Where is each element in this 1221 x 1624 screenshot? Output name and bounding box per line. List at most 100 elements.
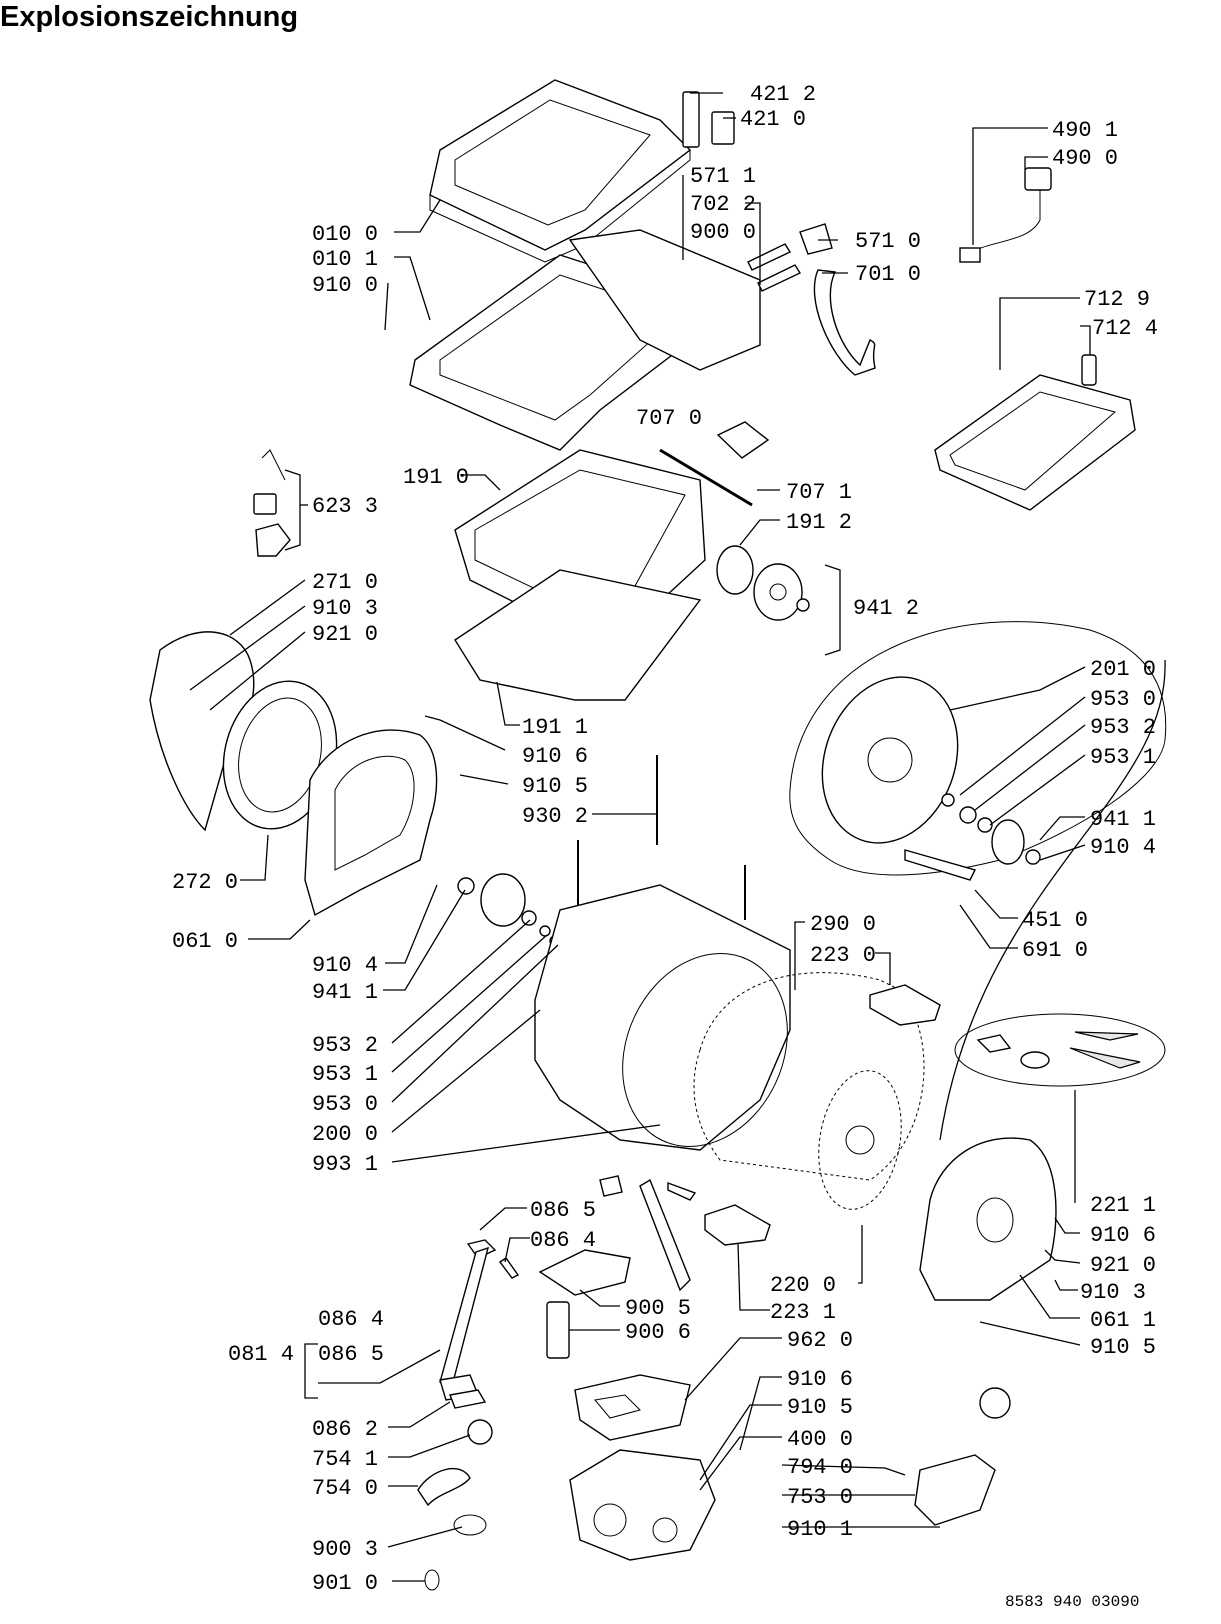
right-shell-part (919, 1137, 1057, 1301)
label-7540: 754 0 (312, 1476, 378, 1501)
label-9931: 993 1 (312, 1152, 378, 1177)
label-4510: 451 0 (1022, 908, 1088, 933)
label-6910: 691 0 (1022, 938, 1088, 963)
inlet-valve-part (799, 223, 876, 376)
label-4212: 421 2 (750, 82, 816, 107)
label-4900: 490 0 (1052, 146, 1118, 171)
drum-part (693, 972, 925, 1210)
springs-part-9302 (577, 755, 746, 995)
label-9105c: 910 5 (787, 1395, 853, 1420)
part-labels: 421 2 421 0 571 1 702 2 900 0 571 0 701 … (172, 82, 1158, 1611)
label-7530: 753 0 (787, 1485, 853, 1510)
small-parts-inset-2211 (954, 1013, 1166, 1087)
label-9101: 910 1 (787, 1517, 853, 1542)
diagram-title: Explosionszeichnung (0, 1, 299, 33)
label-9103a: 910 3 (312, 596, 378, 621)
electronic-module-part (914, 1387, 1011, 1526)
label-9106a: 910 6 (522, 744, 588, 769)
label-9104a: 910 4 (1090, 835, 1156, 860)
label-5711: 571 1 (690, 164, 756, 189)
document-number: 8583 940 03090 (1005, 1593, 1139, 1611)
label-0101: 010 1 (312, 247, 378, 272)
label-9531b: 953 1 (312, 1062, 378, 1087)
label-9411b: 941 1 (312, 980, 378, 1005)
label-9210b: 921 0 (1090, 1253, 1156, 1278)
label-7071: 707 1 (786, 480, 852, 505)
shock-absorber-right-part (599, 1175, 697, 1292)
label-9530a: 953 0 (1090, 687, 1156, 712)
detergent-drawer-part (934, 354, 1136, 511)
pipe-part-7022 (747, 243, 802, 292)
label-0862: 086 2 (312, 1417, 378, 1442)
connector-part-4212 (682, 91, 735, 148)
label-9210a: 921 0 (312, 622, 378, 647)
label-7940: 794 0 (787, 1455, 853, 1480)
front-tub-part (534, 884, 791, 1151)
label-9411a: 941 1 (1090, 807, 1156, 832)
lifter-part-2231 (704, 1204, 771, 1246)
label-9620: 962 0 (787, 1328, 853, 1353)
label-0864a: 086 4 (530, 1228, 596, 1253)
label-1912: 191 2 (786, 510, 852, 535)
label-9003: 900 3 (312, 1537, 378, 1562)
label-7022: 702 2 (690, 192, 756, 217)
label-0864b: 086 4 (318, 1307, 384, 1332)
label-0610: 061 0 (172, 929, 238, 954)
label-4000: 400 0 (787, 1427, 853, 1452)
label-7129: 712 9 (1084, 287, 1150, 312)
label-2010: 201 0 (1090, 657, 1156, 682)
label-2231: 223 1 (770, 1300, 836, 1325)
label-1910: 191 0 (403, 465, 469, 490)
pulley-part-9411 (457, 873, 561, 947)
label-9106c: 910 6 (787, 1367, 853, 1392)
leader-lines (189, 92, 1166, 1582)
label-7010: 701 0 (855, 262, 921, 287)
label-2720: 272 0 (172, 870, 238, 895)
bracket-part-7070 (659, 421, 770, 507)
tub-lid-panel-part (454, 569, 702, 701)
label-9010: 901 0 (312, 1571, 378, 1596)
label-9532a: 953 2 (1090, 715, 1156, 740)
label-2900: 290 0 (810, 912, 876, 937)
label-9530b: 953 0 (312, 1092, 378, 1117)
label-9005: 900 5 (625, 1296, 691, 1321)
label-0100: 010 0 (312, 222, 378, 247)
label-2230: 223 0 (810, 943, 876, 968)
label-7070: 707 0 (636, 406, 702, 431)
drain-hose-parts (417, 1389, 493, 1591)
label-4901: 490 1 (1052, 118, 1118, 143)
top-frame-part (409, 229, 761, 451)
filter-cover-part (538, 1249, 631, 1359)
label-9412: 941 2 (853, 596, 919, 621)
top-lid-part (429, 79, 692, 263)
label-9302: 930 2 (522, 804, 588, 829)
left-shell-part (304, 729, 438, 917)
label-9532b: 953 2 (312, 1033, 378, 1058)
label-9100: 910 0 (312, 273, 378, 298)
label-0814: 081 4 (228, 1342, 294, 1367)
shock-absorber-left-part (439, 1239, 520, 1401)
label-2200: 220 0 (770, 1273, 836, 1298)
label-7124: 712 4 (1092, 316, 1158, 341)
label-2211: 221 1 (1090, 1193, 1156, 1218)
drain-pump-part (569, 1449, 716, 1561)
rear-tub-detail-part (789, 621, 1167, 881)
label-5710: 571 0 (855, 229, 921, 254)
lifter-part-2230 (869, 984, 941, 1026)
label-9006: 900 6 (625, 1320, 691, 1345)
label-1911: 191 1 (522, 715, 588, 740)
label-9105b: 910 5 (1090, 1335, 1156, 1360)
label-9104b: 910 4 (312, 953, 378, 978)
label-6233: 623 3 (312, 494, 378, 519)
label-0865b: 086 5 (318, 1342, 384, 1367)
label-0611: 061 1 (1090, 1308, 1156, 1333)
label-9531a: 953 1 (1090, 745, 1156, 770)
label-9103b: 910 3 (1080, 1280, 1146, 1305)
label-9000a: 900 0 (690, 220, 756, 245)
label-9105a: 910 5 (522, 774, 588, 799)
power-cable-part (959, 167, 1052, 263)
bearing-pulley-part (716, 545, 810, 621)
label-2710: 271 0 (312, 570, 378, 595)
insulation-pad-part (574, 1374, 691, 1441)
